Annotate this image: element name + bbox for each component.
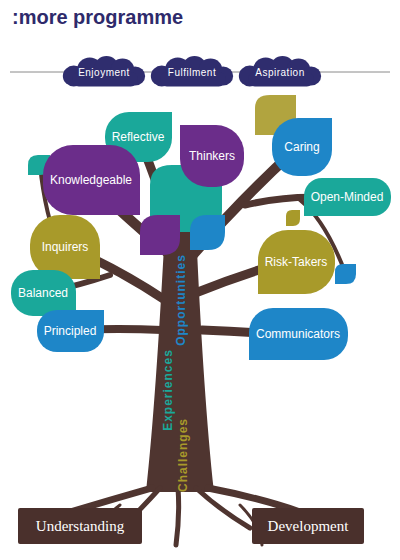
leaf-node: Thinkers [180,125,244,187]
leaf-label: Caring [284,140,319,154]
leaf-label: Reflective [112,130,165,144]
leaf-node: Risk-Takers [258,230,335,294]
leaf-label: Knowledgeable [50,173,132,187]
cloud-label: Aspiration [255,67,304,78]
tree-trunk [146,228,214,492]
leaf-label: Open-Minded [311,190,384,204]
leaf-label: Communicators [256,327,340,341]
leaf-label: Principled [44,324,97,338]
root-box: Development [252,508,364,544]
root-label: Development [268,518,349,535]
trunk-label: Challenges [176,418,190,492]
leaf-node: Principled [37,310,104,352]
cloud-node: Enjoyment [62,56,146,88]
cloud-node: Fulfilment [150,56,234,88]
trunk-label: Opportunities [174,254,188,346]
cloud-label: Fulfilment [168,67,216,78]
leaf-node: Caring [272,118,332,176]
diagram-title: :more programme [12,6,183,29]
root-box: Understanding [18,508,142,544]
leaf-label: Risk-Takers [265,255,328,269]
cloud-node: Aspiration [238,56,322,88]
leaf-label: Balanced [18,286,68,300]
leaf-node: Open-Minded [304,178,391,216]
root-label: Understanding [36,518,124,535]
leaf-node: Communicators [249,308,348,360]
trunk-label: Experiences [161,349,175,431]
cloud-label: Enjoyment [78,67,130,78]
leaf-label: Inquirers [42,240,89,254]
leaf-node: Knowledgeable [43,145,140,215]
leaf-label: Thinkers [189,149,235,163]
